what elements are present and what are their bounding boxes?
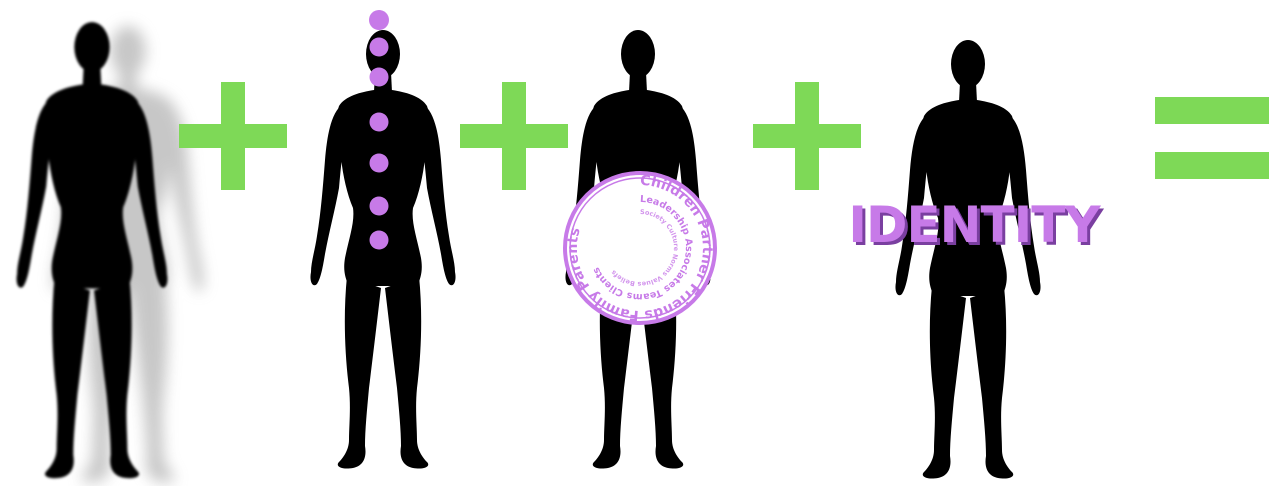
figure-silhouette	[895, 40, 1040, 479]
equals-bar-bottom	[1155, 152, 1269, 179]
chakra-dot	[370, 113, 389, 132]
relationships-figure: Children Partner Friends Family Parents …	[565, 30, 715, 469]
chakra-dot	[370, 231, 389, 250]
chakra-dot	[370, 68, 389, 87]
chakra-dot	[370, 197, 389, 216]
plus-sign-3	[753, 82, 861, 190]
relationship-ring: Children Partner Friends Family Parents …	[565, 173, 715, 323]
equals-sign	[1155, 97, 1269, 179]
equals-bar-top	[1155, 97, 1269, 124]
identity-figure: IDENTITY IDENTITY	[848, 40, 1104, 479]
identity-label: IDENTITY	[848, 196, 1101, 254]
chakra-dot	[370, 154, 389, 173]
plus-sign-1	[179, 82, 287, 190]
figure-silhouette	[310, 30, 455, 469]
chakra-figure	[310, 10, 455, 469]
chakra-dot	[370, 38, 389, 57]
plus-sign-2	[460, 82, 568, 190]
shadow-figure	[17, 22, 204, 482]
chakra-dot	[369, 10, 389, 30]
